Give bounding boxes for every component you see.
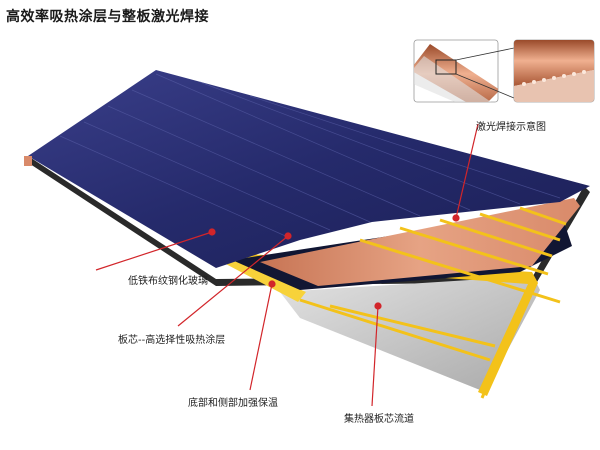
label-laser-weld: 激光焊接示意图 — [476, 122, 546, 133]
insulation-left-edge — [216, 252, 306, 302]
diagram-title: 高效率吸热涂层与整板激光焊接 — [6, 9, 209, 25]
weld-seam-closeup-icon — [513, 39, 595, 103]
label-absorber-coating: 板芯--高选择性吸热涂层 — [118, 335, 226, 346]
glass-streaks — [59, 73, 561, 239]
copper-tube-closeup-icon — [413, 39, 499, 103]
label-flow-channel: 集热器板芯流道 — [344, 414, 414, 425]
header-pipe — [480, 283, 532, 399]
label-glass: 低铁布纹钢化玻璃 — [128, 276, 208, 287]
label-insulation: 底部和侧部加强保温 — [188, 398, 278, 409]
pointer-lines — [95, 123, 479, 407]
frame-corner-cap — [24, 156, 32, 166]
glass-cover — [28, 70, 590, 268]
inset-connector — [455, 47, 515, 61]
